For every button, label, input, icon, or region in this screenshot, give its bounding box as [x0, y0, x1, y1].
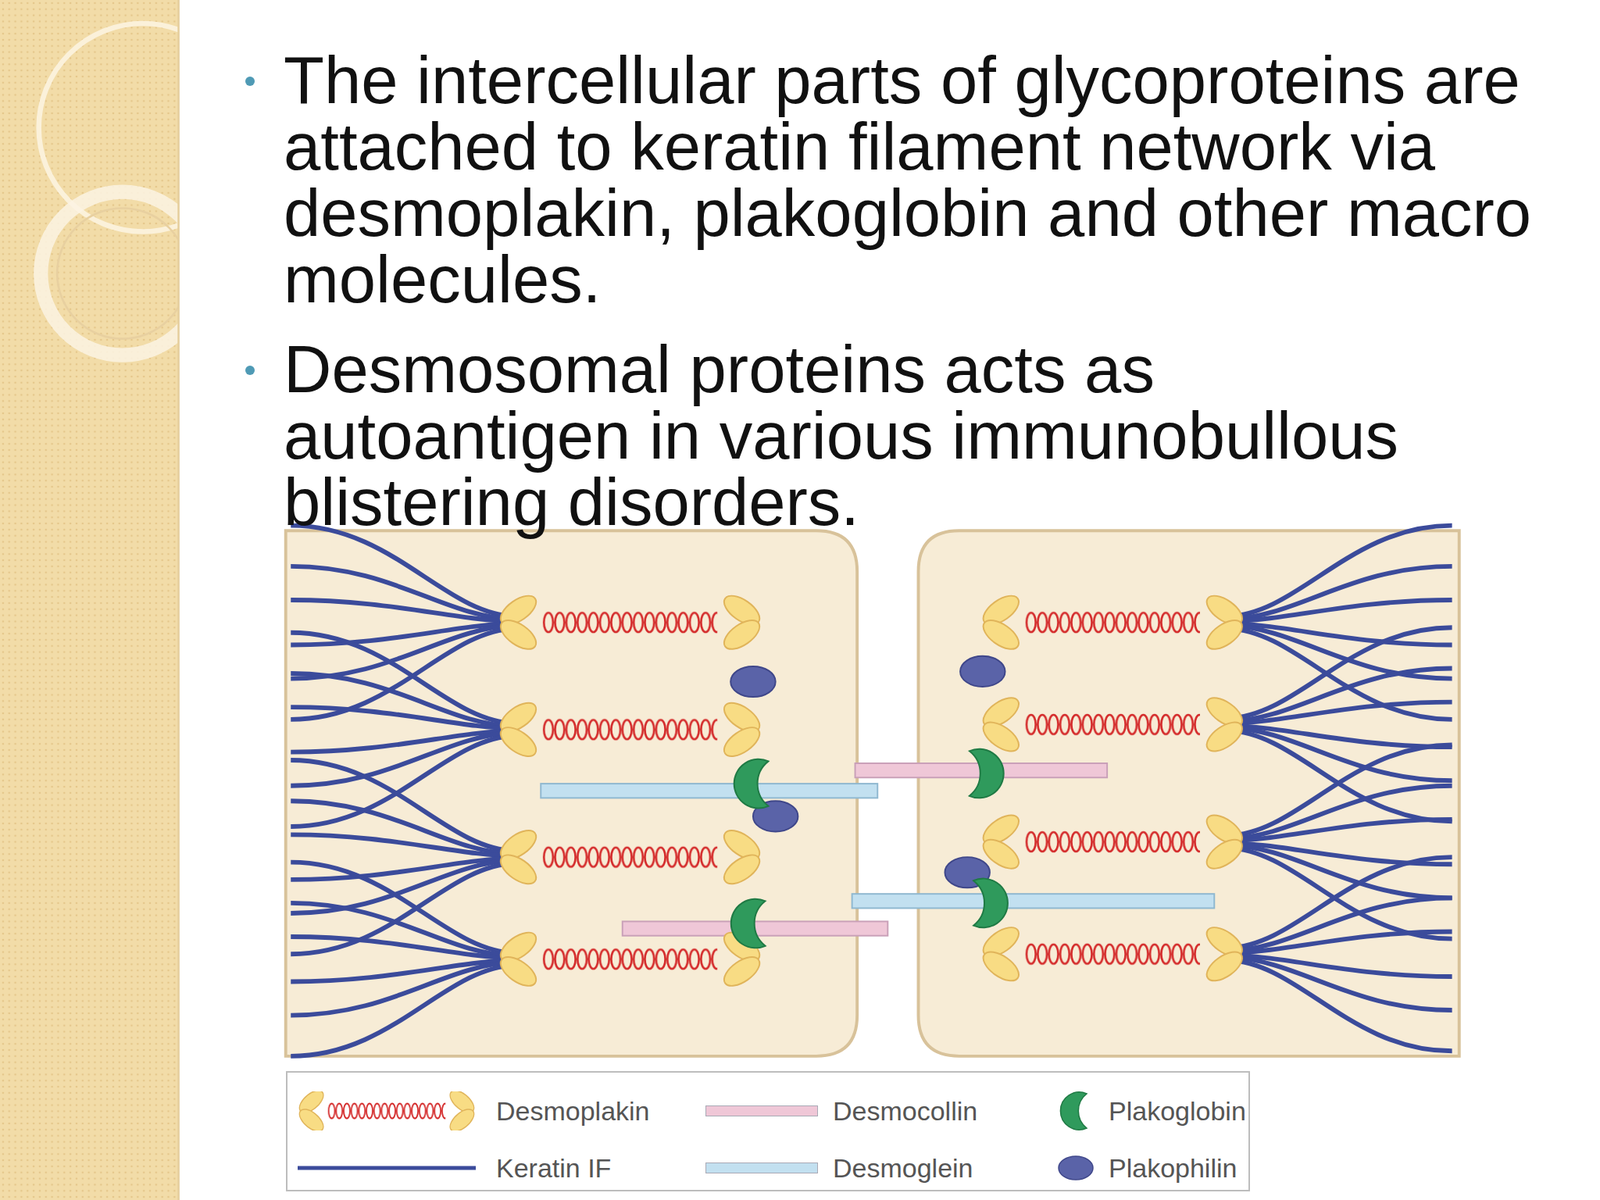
plakophilin-sample: [1052, 1152, 1100, 1184]
desmoplakin-symbol: [978, 809, 1247, 875]
strip-texture: [0, 0, 179, 1200]
desmoplakin-symbol: [978, 692, 1247, 758]
desmoplakin-symbol: [496, 589, 765, 655]
keratin-sample: [297, 1160, 476, 1176]
legend-swatch: [705, 1105, 818, 1117]
decor-ring: [40, 192, 179, 356]
plakophilin-symbol: [730, 666, 775, 697]
keratin-bundle: [290, 862, 515, 1057]
keratin-bundle: [1227, 627, 1452, 822]
desmoplakin-symbol: [496, 697, 765, 763]
strip-edge: [177, 0, 180, 1200]
plakoglobin-symbol: [969, 749, 1004, 799]
keratin-bundle: [1227, 857, 1452, 1051]
bullet-text: Desmosomal proteins acts as autoantigen …: [283, 335, 1503, 536]
legend-text: Plakoglobin: [1108, 1095, 1247, 1127]
illustration-background: [285, 525, 1460, 1062]
desmoglein-bar: [852, 893, 1215, 908]
plakophilin-symbol: [1058, 1156, 1093, 1180]
desmoplakins: [496, 589, 1248, 992]
bullet-text: The intercellular parts of glycoproteins…: [283, 46, 1565, 313]
plakoglobin-symbol: [731, 899, 766, 949]
desmoplakin-symbol: [496, 926, 765, 992]
keratin-bundle: [290, 525, 515, 720]
bullet-dot: [245, 76, 255, 86]
desmoplakin-symbol: [978, 921, 1247, 987]
cell-membrane: [918, 530, 1460, 1057]
legend-text: Desmocollin: [832, 1095, 978, 1127]
desmoplakin-symbol: [496, 825, 765, 890]
desmoplakin-symbol: [978, 589, 1247, 655]
desmoplakin-symbol: [297, 1091, 476, 1131]
strip-background: [0, 0, 179, 1200]
legend-text: Desmoglein: [832, 1152, 974, 1184]
decorative-strip: [0, 0, 247, 1200]
legend-text: Desmoplakin: [496, 1095, 650, 1127]
plakophilins: [730, 656, 1005, 888]
legend-box: Desmoplakin Desmocollin PlakoglobinKeratin…: [285, 1071, 1250, 1192]
keratin-line: [297, 1166, 476, 1171]
keratin-filaments: [290, 525, 1452, 1057]
plakoglobins: [731, 749, 1008, 949]
legend-text: Keratin IF: [496, 1152, 611, 1184]
legend-text: Plakophilin: [1108, 1152, 1237, 1184]
legend-swatch: [705, 1162, 818, 1174]
desmoplakin-sample: [297, 1091, 476, 1131]
desmoglein-bar: [540, 783, 878, 798]
plakoglobin-symbol: [734, 759, 769, 809]
bullet-dot: [245, 365, 255, 375]
decor-ring: [57, 207, 179, 339]
plakoglobin-symbol: [973, 878, 1008, 929]
keratin-bundle: [1227, 744, 1452, 939]
plakoglobin-symbol: [1060, 1092, 1087, 1130]
plakophilin-symbol: [960, 656, 1005, 687]
plakoglobin-sample: [1052, 1087, 1100, 1135]
